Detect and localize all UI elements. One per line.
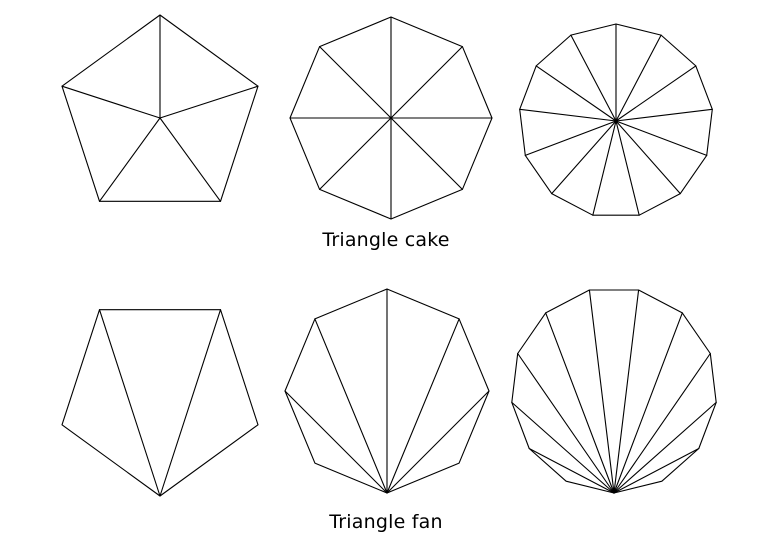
fan-diagonal [159, 309, 222, 497]
cake-spoke [319, 117, 392, 190]
cake-spoke [519, 108, 617, 122]
triangle-fan-caption: Triangle fan [329, 511, 443, 533]
fan-diagonal [545, 312, 615, 494]
fan-diagonal [284, 390, 388, 494]
cake-outline [61, 14, 259, 202]
cake-polygon-8-sided [289, 16, 493, 220]
fan-diagonal [314, 318, 388, 494]
cake-spoke [615, 65, 697, 122]
triangle-fan-row [61, 288, 717, 497]
cake-polygon-5-sided [61, 14, 259, 202]
cake-outline [519, 23, 713, 216]
fan-diagonal [528, 447, 615, 494]
cake-spoke [524, 120, 617, 156]
fan-outline [511, 289, 717, 494]
fan-diagonal [511, 401, 615, 494]
fan-diagonal [613, 312, 683, 494]
cake-spoke [615, 120, 681, 195]
cake-spoke [159, 117, 222, 202]
cake-polygon-13-sided [519, 23, 713, 216]
fan-diagonal [98, 309, 161, 497]
cake-spoke [615, 34, 662, 122]
cake-spoke [159, 85, 259, 119]
triangle-cake-row [61, 14, 713, 220]
cake-spoke [61, 85, 161, 119]
fan-diagonal [613, 401, 717, 494]
fan-diagonal [517, 352, 615, 494]
fan-polygon-8-sided [284, 288, 490, 494]
fan-diagonal [613, 352, 711, 494]
fan-polygon-13-sided [511, 289, 717, 494]
cake-spoke [570, 34, 617, 122]
cake-spoke [592, 120, 617, 216]
fan-outline [61, 309, 259, 497]
cake-spoke [390, 46, 463, 119]
fan-diagonal [588, 289, 615, 494]
fan-polygon-5-sided [61, 309, 259, 497]
fan-diagonal [386, 318, 460, 494]
cake-spoke [615, 120, 708, 156]
fan-diagonal [613, 447, 700, 494]
fan-diagonal [386, 390, 490, 494]
fan-diagonal [613, 289, 640, 494]
cake-spoke [390, 117, 463, 190]
cake-spoke [98, 117, 161, 202]
cake-spoke [551, 120, 617, 195]
cake-spoke [615, 108, 713, 122]
cake-spoke [319, 46, 392, 119]
cake-spoke [535, 65, 617, 122]
cake-spoke [615, 120, 640, 216]
triangle-cake-caption: Triangle cake [322, 229, 450, 251]
